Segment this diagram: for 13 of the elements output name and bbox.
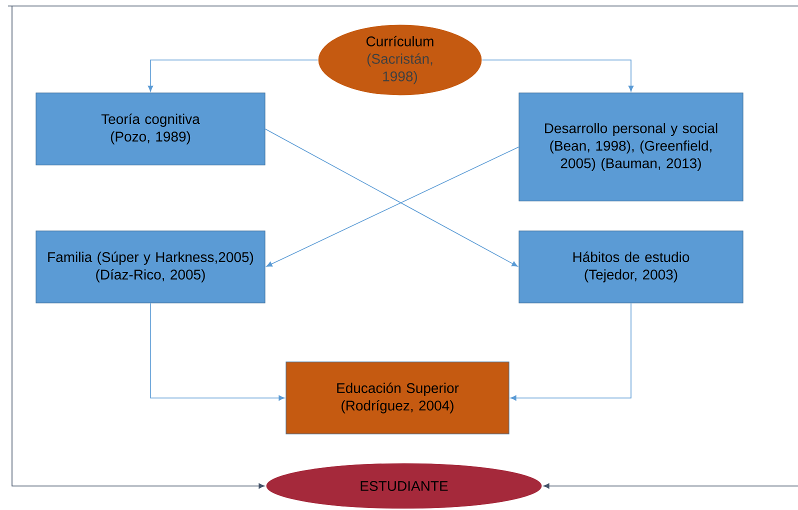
process-box: Hábitos de estudio (Tejedor, 2003) <box>518 230 744 304</box>
ellipse-node: Currículum (Sacristán, 1998) <box>318 24 482 96</box>
arrow <box>543 483 798 489</box>
ellipse-node: ESTUDIANTE <box>266 462 542 510</box>
arrow <box>12 6 265 489</box>
arrow <box>510 302 632 401</box>
process-box: Teoría cognitiva (Pozo, 1989) <box>36 92 266 166</box>
process-box: Educación Superior (Rodríguez, 2004) <box>286 362 510 434</box>
arrow <box>150 302 285 401</box>
process-box: Familia (Súper y Harkness,2005) (Díaz-Rico, 2005) <box>36 230 266 304</box>
process-box: Desarrollo personal y social (Bean, 1998), (Greenfield, 2005) (Bauman, 2013) <box>518 92 744 202</box>
arrow <box>482 60 634 92</box>
arrow <box>148 60 318 92</box>
